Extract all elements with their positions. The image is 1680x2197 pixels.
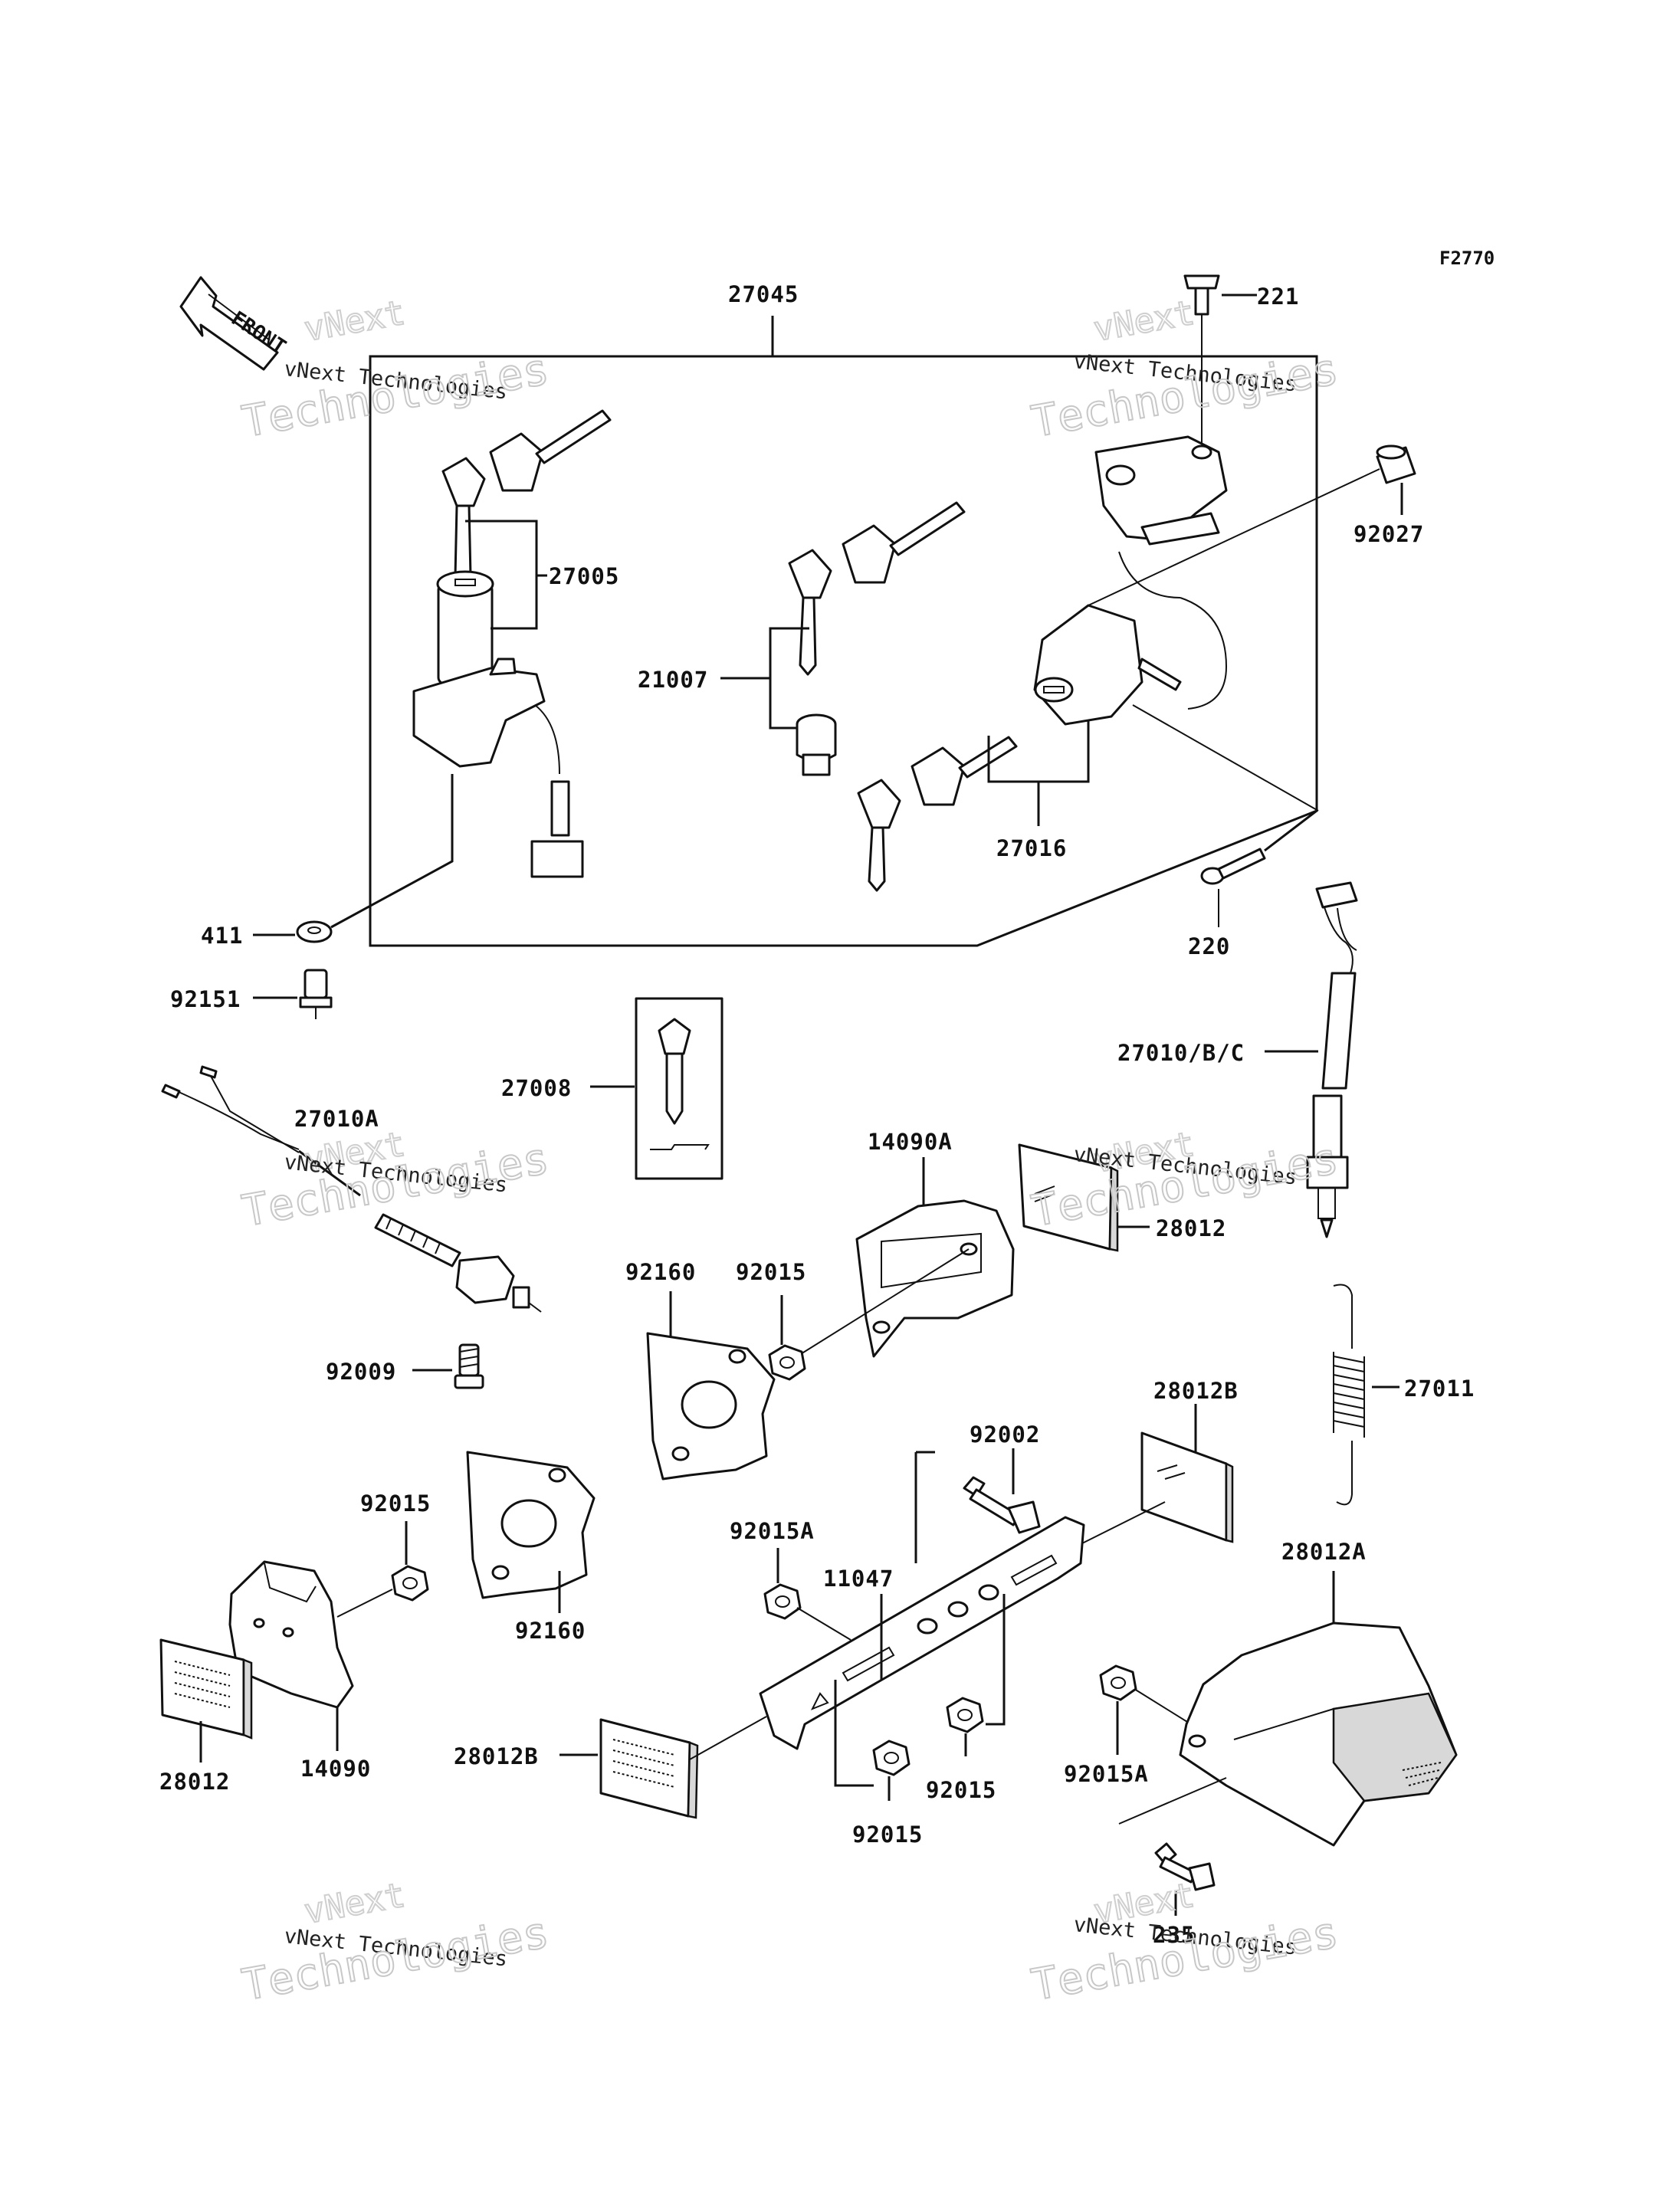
ignition-switch <box>412 570 584 878</box>
part-label-92015-a: 92015 <box>736 1259 806 1285</box>
bolt-92151 <box>253 969 333 1019</box>
part-label-28012b-left: 28012B <box>454 1743 539 1769</box>
reflector-28012b-left <box>559 1716 767 1819</box>
part-label-27016: 27016 <box>996 835 1067 861</box>
svg-text:vNext: vNext <box>1091 293 1197 349</box>
screw-221 <box>1183 274 1257 444</box>
part-label-21007: 21007 <box>638 667 708 693</box>
key-card-27008 <box>590 997 724 1180</box>
part-label-28012-top: 28012 <box>1156 1215 1226 1241</box>
part-label-28012a: 28012A <box>1281 1539 1367 1565</box>
part-label-92027: 92027 <box>1354 521 1424 547</box>
part-label-27008: 27008 <box>501 1075 572 1101</box>
switch-bracket <box>1094 435 1228 598</box>
bolt-92002 <box>963 1448 1041 1534</box>
part-label-92015-d: 92015 <box>852 1822 923 1848</box>
cable-switch-27010a <box>161 1065 542 1313</box>
part-label-14090: 14090 <box>300 1756 371 1782</box>
connector-92027 <box>1088 444 1416 606</box>
seat-lock-27016 <box>857 597 1319 892</box>
reflector-28012-bottom <box>159 1638 253 1763</box>
part-label-11047: 11047 <box>823 1566 894 1592</box>
washer-411 <box>253 774 454 943</box>
bracket-14090a <box>796 1157 1015 1358</box>
key-set-27005 <box>441 409 612 588</box>
part-label-92151: 92151 <box>170 986 241 1012</box>
part-label-92015a-left: 92015A <box>730 1518 815 1544</box>
reflector-28012-top <box>1018 1143 1150 1252</box>
nut-92015-b <box>336 1521 429 1618</box>
front-arrow-icon <box>179 276 279 371</box>
watermark-top-left: vNext vNext Technologies Technologies <box>238 293 553 448</box>
bolt-92009 <box>412 1343 484 1389</box>
part-label-92009: 92009 <box>326 1359 396 1385</box>
bracket-21007 <box>769 627 809 730</box>
screw-220 <box>1200 809 1317 927</box>
part-label-221: 221 <box>1257 284 1299 310</box>
part-label-92015-c: 92015 <box>926 1777 996 1803</box>
plate-92160-a <box>646 1291 776 1481</box>
svg-text:vNext: vNext <box>301 293 408 349</box>
nut-92015a-left <box>763 1548 851 1641</box>
tail-light-28012a <box>1179 1571 1458 1847</box>
part-label-92015-b: 92015 <box>360 1490 431 1517</box>
watermark-bottom-right: vNext vNext Technologies Technologies <box>1027 1875 1343 2012</box>
part-label-27010a: 27010A <box>294 1106 379 1132</box>
part-label-27005: 27005 <box>549 563 619 589</box>
spring-27011 <box>1333 1284 1399 1506</box>
reflector-28012b-right <box>1080 1404 1234 1545</box>
svg-text:Technologies: Technologies <box>238 1908 553 2011</box>
part-label-235: 235 <box>1153 1922 1195 1948</box>
part-label-92002: 92002 <box>970 1421 1040 1448</box>
part-label-28012b-right: 28012B <box>1153 1378 1239 1404</box>
watermark-bottom-left: vNext vNext Technologies Technologies <box>238 1875 553 2012</box>
bracket-11047 <box>759 1451 1085 1750</box>
nut-92015-d <box>834 1680 911 1801</box>
part-label-27011: 27011 <box>1404 1376 1475 1402</box>
part-label-92160-b: 92160 <box>515 1618 586 1644</box>
figure-code: F2770 <box>1439 248 1495 269</box>
switch-27010bc <box>1265 881 1358 1238</box>
screw-235 <box>1118 1777 1227 1916</box>
part-label-92015a-right: 92015A <box>1064 1761 1149 1787</box>
nut-92015-a <box>768 1295 806 1381</box>
part-label-92160-a: 92160 <box>625 1259 696 1285</box>
svg-text:vNext: vNext <box>301 1876 408 1932</box>
part-label-411: 411 <box>201 923 243 949</box>
part-label-220: 220 <box>1188 933 1230 959</box>
part-label-27045: 27045 <box>728 281 799 307</box>
key-set-21007 <box>788 501 966 776</box>
bracket-14090 <box>228 1560 354 1751</box>
part-label-14090a: 14090A <box>868 1129 953 1155</box>
part-label-28012-bottom: 28012 <box>159 1769 230 1795</box>
watermark-top-right: vNext vNext Technologies Technologies <box>1027 293 1343 448</box>
plate-92160-b <box>466 1451 596 1613</box>
part-label-27010bc: 27010/B/C <box>1117 1040 1245 1066</box>
nut-92015-c <box>946 1594 1006 1756</box>
assembly-bracket-27045 <box>369 316 1318 947</box>
